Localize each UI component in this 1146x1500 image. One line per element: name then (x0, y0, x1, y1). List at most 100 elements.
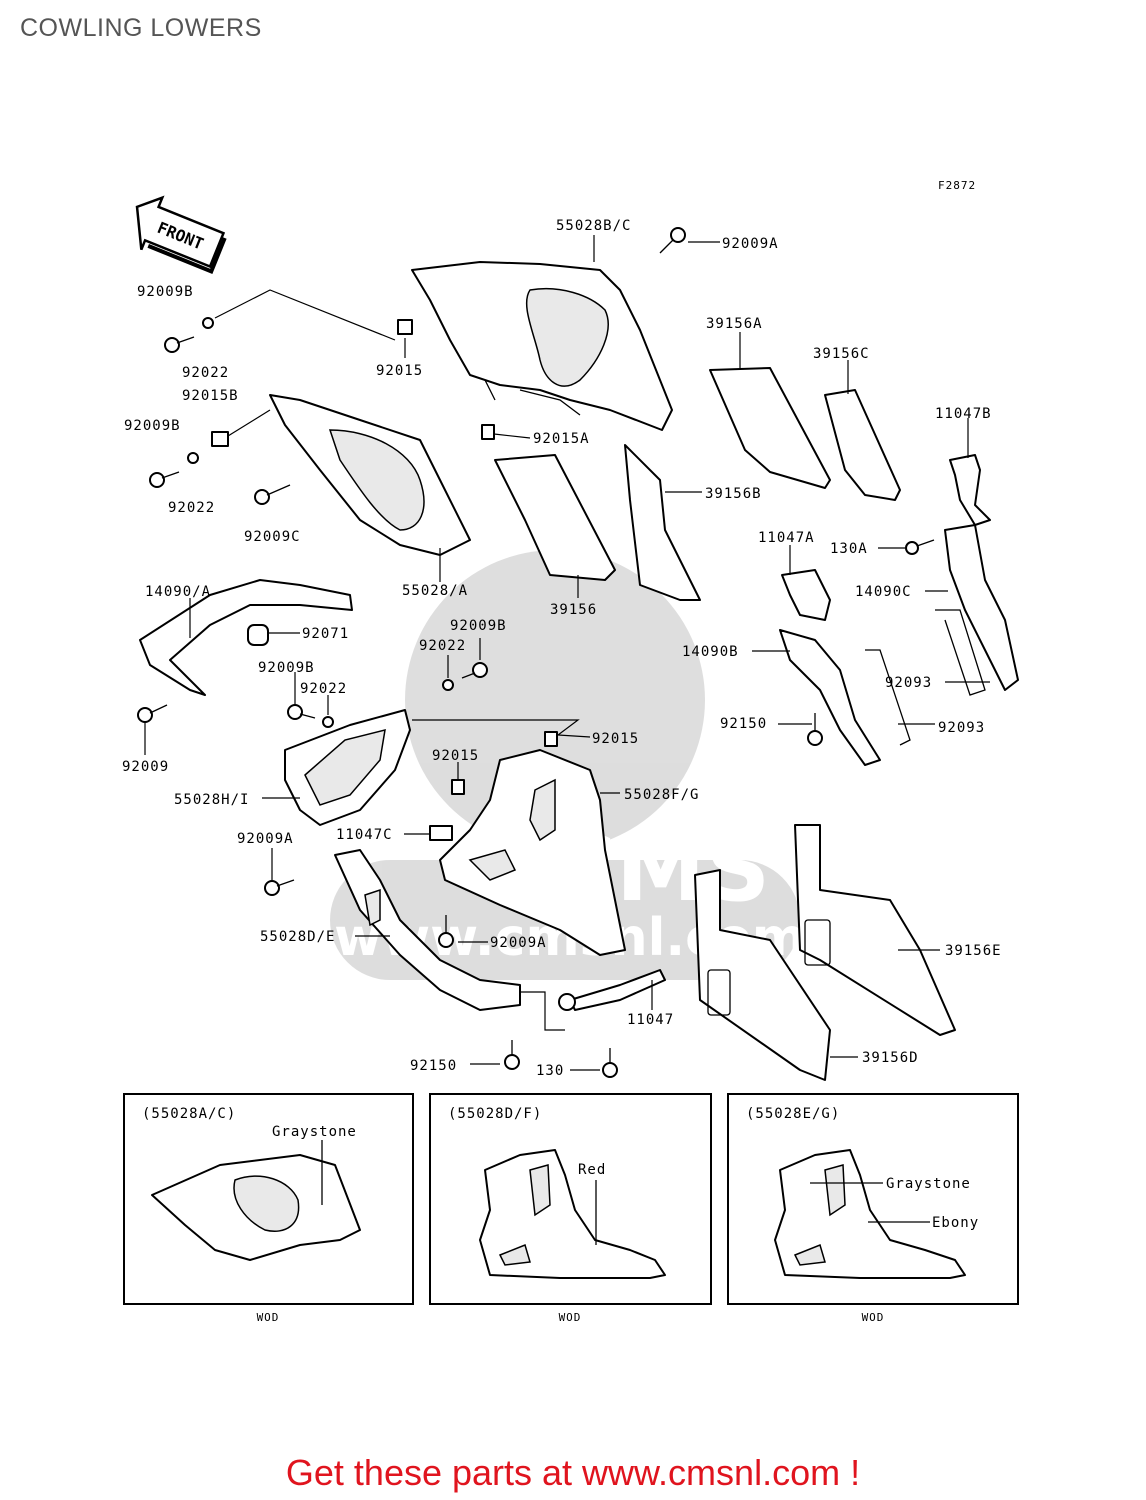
screw-icon (264, 879, 295, 896)
bracket-11047a (781, 569, 831, 621)
inset-footer: WOD (559, 1311, 582, 1324)
part-label: 55028B/C (556, 218, 631, 234)
part-label: 55028D/E (260, 929, 335, 945)
part-label: 92022 (300, 681, 347, 697)
part-label: 92015B (182, 388, 239, 404)
heat-shield-39156d (694, 869, 831, 1081)
clip-icon (544, 731, 558, 747)
bracket-11047 (558, 969, 666, 1011)
heat-shield-39156e (794, 824, 956, 1036)
shield-slot (804, 919, 831, 966)
clip-icon (481, 424, 495, 440)
screw-icon (149, 471, 180, 488)
inset-color-label: Red (578, 1162, 606, 1178)
lower-cowl-55028fg (439, 749, 626, 956)
lower-cowl-55028de (334, 849, 521, 1011)
part-label: 92009B (137, 284, 194, 300)
clip-icon (451, 779, 465, 795)
part-label: 55028/A (402, 583, 468, 599)
part-label: 39156 (550, 602, 597, 618)
heat-shield-39156 (494, 454, 616, 581)
part-label: 92093 (885, 675, 932, 691)
part-label: 14090B (682, 644, 739, 660)
part-label: 11047A (758, 530, 815, 546)
part-label: 130A (830, 541, 868, 557)
screw-icon (659, 227, 686, 254)
part-label: 92022 (182, 365, 229, 381)
inner-cowl-55028bc (411, 261, 673, 431)
washer-icon (322, 716, 334, 728)
collar-icon (211, 431, 229, 447)
trim-14090a (139, 579, 353, 696)
part-label: 92093 (938, 720, 985, 736)
screw-icon (287, 704, 316, 720)
part-label: 92009B (258, 660, 315, 676)
bolt-icon (438, 915, 454, 948)
shield-slot (707, 969, 731, 1016)
inset-heading: (55028A/C) (142, 1106, 236, 1122)
leader-lines (144, 235, 990, 1071)
part-label: 92009C (244, 529, 301, 545)
fasteners (137, 227, 935, 1078)
part-label: 130 (536, 1063, 564, 1079)
grommet-icon (247, 624, 269, 646)
inset-footer: WOD (257, 1311, 280, 1324)
cover-14090b (779, 629, 911, 766)
bracket-icon (429, 825, 453, 841)
part-label: 92009 (122, 759, 169, 775)
part-labels: 55028B/C 92009A 92009B 92022 92015 92015… (122, 218, 1002, 1079)
part-label: 55028H/I (174, 792, 249, 808)
part-label: 39156A (706, 316, 763, 332)
heat-shield-39156b (624, 444, 701, 601)
part-label: 92015 (432, 748, 479, 764)
part-label: 92009A (237, 831, 294, 847)
part-label: 14090C (855, 584, 912, 600)
screw-icon (164, 336, 195, 353)
washer-icon (442, 679, 454, 691)
part-label: 92015 (592, 731, 639, 747)
screw-icon (905, 539, 935, 555)
inset-color-label: Ebony (932, 1215, 979, 1231)
bolt-icon (807, 713, 823, 746)
bolt-icon (602, 1048, 618, 1078)
part-label: 11047C (336, 827, 393, 843)
part-label: 92009B (450, 618, 507, 634)
part-label: 92009B (124, 418, 181, 434)
part-label: 92022 (168, 500, 215, 516)
screw-icon (137, 704, 168, 723)
cover-14090c (935, 524, 1019, 696)
part-label: 55028F/G (624, 787, 699, 803)
part-label: 39156D (862, 1050, 919, 1066)
screw-icon (461, 662, 488, 679)
inset-heading: (55028D/F) (448, 1106, 542, 1122)
part-label: 39156E (945, 943, 1002, 959)
inset-panel-3: (55028E/G) Graystone Ebony WOD (727, 1093, 1019, 1324)
inset-footer: WOD (862, 1311, 885, 1324)
figure-code: F2872 (938, 179, 976, 192)
bolt-icon (504, 1040, 520, 1070)
part-label: 11047 (627, 1012, 674, 1028)
clip-icon (397, 319, 413, 335)
part-label: 92071 (302, 626, 349, 642)
part-label: 92150 (720, 716, 767, 732)
washer-icon (187, 452, 199, 464)
part-label: 92022 (419, 638, 466, 654)
part-label: 39156B (705, 486, 762, 502)
part-label: 14090/A (145, 584, 211, 600)
heat-shield-39156a (709, 367, 831, 489)
side-cowl-55028a (269, 394, 471, 556)
part-label: 92009A (722, 236, 779, 252)
part-label: 92150 (410, 1058, 457, 1074)
inset-panel-2: (55028D/F) Red WOD (429, 1093, 712, 1324)
front-arrow-icon: FRONT (135, 195, 227, 274)
part-label: 92015 (376, 363, 423, 379)
bracket-11047b (949, 454, 991, 526)
inset-heading: (55028E/G) (746, 1106, 840, 1122)
part-label: 39156C (813, 346, 870, 362)
footer-banner-link[interactable]: Get these parts at www.cmsnl.com ! (285, 1452, 861, 1493)
inset-panel-1: (55028A/C) Graystone WOD (123, 1093, 414, 1324)
part-label: 92009A (490, 935, 547, 951)
heat-shield-39156c (824, 389, 901, 501)
part-label: 92015A (533, 431, 590, 447)
